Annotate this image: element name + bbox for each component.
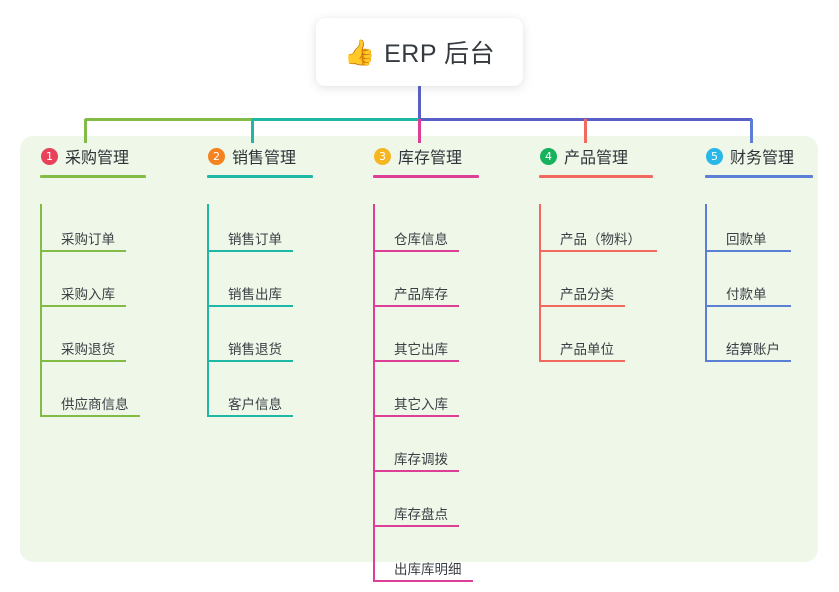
branch-header-5[interactable]: 5 财务管理 (705, 143, 813, 178)
branch-item-underline (705, 250, 791, 252)
branch-item-label: 销售订单 (228, 232, 282, 247)
branch-title: 财务管理 (730, 150, 795, 167)
root-node[interactable]: 👍 ERP 后台 (316, 18, 523, 86)
branch-item-label: 产品分类 (560, 287, 614, 302)
branch-spine (207, 204, 209, 415)
branch-item-label: 结算账户 (726, 342, 780, 357)
branch-number-badge: 4 (540, 147, 557, 165)
branch-title: 产品管理 (564, 150, 629, 167)
branch-item-label: 产品（物料） (560, 232, 641, 247)
branch-item-label: 采购订单 (61, 232, 115, 247)
branch-item-underline (207, 415, 293, 417)
branch-title: 库存管理 (398, 150, 463, 167)
branch-spine (705, 204, 707, 360)
branch-item-underline (539, 360, 625, 362)
branch-number-badge: 3 (374, 147, 391, 165)
branch-item-label: 采购入库 (61, 287, 115, 302)
branch-title: 销售管理 (232, 150, 297, 167)
branch-column-4: 4 产品管理产品（物料） 产品分类产品单位 (539, 143, 657, 362)
branch-item-label: 其它出库 (394, 342, 448, 357)
branch-column-3: 3 库存管理仓库信息产品库存其它出库其它入库库存调拨库存盘点出库库明细 (373, 143, 479, 582)
branch-item-underline (705, 305, 791, 307)
branch-column-2: 2 销售管理销售订单销售出库销售退货客户信息 (207, 143, 313, 417)
branch-item-underline (373, 525, 459, 527)
branch-item-underline (373, 415, 459, 417)
branch-item-label: 供应商信息 (61, 397, 129, 412)
branch-spine (539, 204, 541, 360)
branch-item-label: 回款单 (726, 232, 767, 247)
branch-item-label: 出库库明细 (394, 562, 462, 577)
branch-item-underline (207, 250, 293, 252)
branch-item-underline (539, 250, 657, 252)
diagram-panel (20, 136, 818, 562)
branch-item-label: 其它入库 (394, 397, 448, 412)
branch-header-1[interactable]: 1 采购管理 (40, 143, 146, 178)
branch-item-underline (373, 580, 473, 582)
branch-spine (373, 204, 375, 580)
branch-column-1: 1 采购管理采购订单采购入库采购退货供应商信息 (40, 143, 146, 417)
branch-item-label: 销售退货 (228, 342, 282, 357)
branch-header-3[interactable]: 3 库存管理 (373, 143, 479, 178)
branch-item-label: 销售出库 (228, 287, 282, 302)
branch-spine (40, 204, 42, 415)
branch-header-2[interactable]: 2 销售管理 (207, 143, 313, 178)
branch-item-underline (40, 360, 126, 362)
branch-item-underline (207, 305, 293, 307)
branch-item-underline (207, 360, 293, 362)
branch-item-underline (373, 250, 459, 252)
branch-item-label: 付款单 (726, 287, 767, 302)
branch-item-label: 采购退货 (61, 342, 115, 357)
branch-column-5: 5 财务管理回款单付款单结算账户 (705, 143, 813, 362)
branch-item-underline (373, 360, 459, 362)
branch-item-label: 库存调拨 (394, 452, 448, 467)
branch-underline (207, 175, 313, 178)
branch-item-label: 仓库信息 (394, 232, 448, 247)
branch-item-underline (40, 305, 126, 307)
branch-header-4[interactable]: 4 产品管理 (539, 143, 653, 178)
branch-underline (373, 175, 479, 178)
branch-title: 采购管理 (65, 150, 130, 167)
branch-underline (705, 175, 813, 178)
branch-number-badge: 1 (41, 147, 58, 165)
branch-item-underline (40, 415, 140, 417)
branch-item-label: 库存盘点 (394, 507, 448, 522)
branch-item-underline (705, 360, 791, 362)
root-title: ERP 后台 (384, 40, 496, 68)
branch-item-underline (373, 470, 459, 472)
branch-item-label: 客户信息 (228, 397, 282, 412)
branch-number-badge: 2 (208, 147, 225, 165)
thumbs-up-emoji: 👍 (343, 37, 376, 67)
branch-item-label: 产品单位 (560, 342, 614, 357)
branch-item-label: 产品库存 (394, 287, 448, 302)
branch-underline (539, 175, 653, 178)
branch-item-underline (40, 250, 126, 252)
branch-item-underline (539, 305, 625, 307)
branch-underline (40, 175, 146, 178)
branch-number-badge: 5 (706, 147, 723, 165)
branch-item-underline (373, 305, 459, 307)
